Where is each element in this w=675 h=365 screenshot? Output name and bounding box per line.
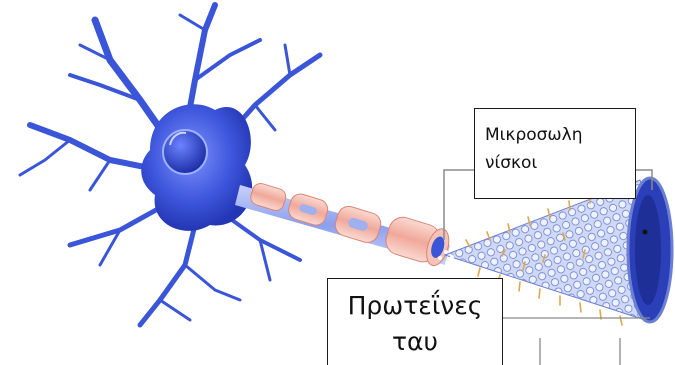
axon [235, 181, 453, 268]
tau-proteins-label-text: Πρωτεΐνες ταυ [348, 291, 483, 356]
nucleus [163, 130, 207, 174]
microtubule-cross-section [628, 178, 672, 322]
myelin-sheath [249, 181, 453, 268]
microtubules-label: Μικροσωλη νίσκοι [474, 108, 636, 199]
cell-body [141, 104, 252, 231]
tau-marker-dot [643, 230, 648, 235]
microtubules-label-text: Μικροσωλη νίσκοι [485, 125, 582, 173]
bottom-leader-lines [503, 318, 650, 365]
tau-proteins-label: Πρωτεΐνες ταυ [327, 278, 503, 365]
